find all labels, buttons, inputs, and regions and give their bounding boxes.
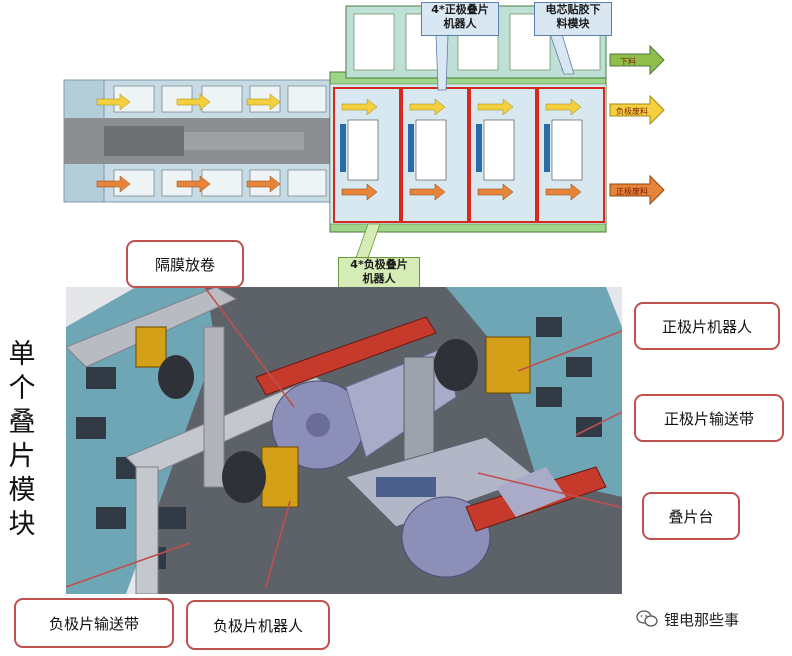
positive-robot-label: 4*正极叠片 机器人 — [421, 2, 499, 36]
tape-module-label: 电芯贴胶下 料模块 — [534, 2, 612, 36]
pos-scrap-label: 正极废料 — [616, 187, 648, 196]
stacking-table-callout: 叠片台 — [642, 492, 740, 540]
negative-robot-callout: 负极片机器人 — [186, 600, 330, 650]
separator-unwind-callout: 隔膜放卷 — [126, 240, 244, 288]
watermark-text: 锂电那些事 — [664, 610, 740, 629]
positive-robot-callout: 正极片机器人 — [634, 302, 780, 350]
pos-scrap-arrow — [609, 174, 665, 206]
neg-scrap-label: 负极废料 — [616, 107, 648, 116]
watermark: 锂电那些事 — [636, 604, 739, 634]
vertical-title: 单 个 叠 片 模 块 — [8, 339, 36, 540]
outfeed-arrow — [609, 44, 665, 76]
outfeed-label: 下料 — [620, 57, 636, 66]
negative-conveyor-callout: 负极片输送带 — [14, 598, 174, 648]
stacking-module-render — [66, 287, 622, 594]
line-layout-drawing — [63, 5, 665, 259]
neg-scrap-arrow — [609, 94, 665, 126]
wechat-icon — [636, 610, 658, 627]
negative-robot-label: 4*负极叠片 机器人 — [338, 257, 420, 291]
positive-conveyor-callout: 正极片输送带 — [634, 394, 784, 442]
